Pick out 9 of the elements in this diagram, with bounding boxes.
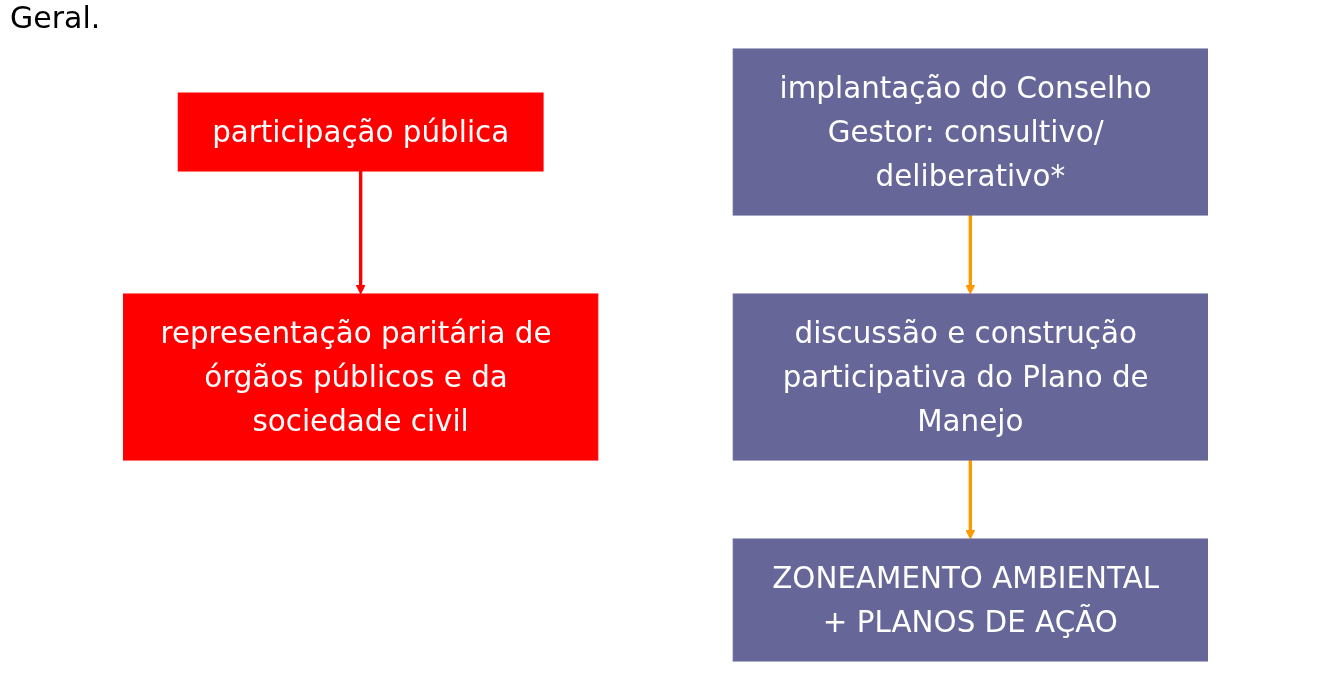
- node-box: participação pública: [177, 92, 544, 172]
- node-box: representação paritária de órgãos públicos e da sociedade civil: [123, 293, 599, 461]
- node-box: implantação do Conselho Gestor: consultivo/ deliberativo*: [732, 48, 1208, 216]
- arrow: [355, 170, 366, 295]
- note-text: Geral.: [10, 0, 101, 35]
- node-box: discussão e construção participativa do Plano de Manejo: [732, 293, 1208, 461]
- arrow: [965, 215, 976, 295]
- arrow: [965, 460, 976, 540]
- node-box: ZONEAMENTO AMBIENTAL + PLANOS DE AÇÃO: [732, 538, 1208, 662]
